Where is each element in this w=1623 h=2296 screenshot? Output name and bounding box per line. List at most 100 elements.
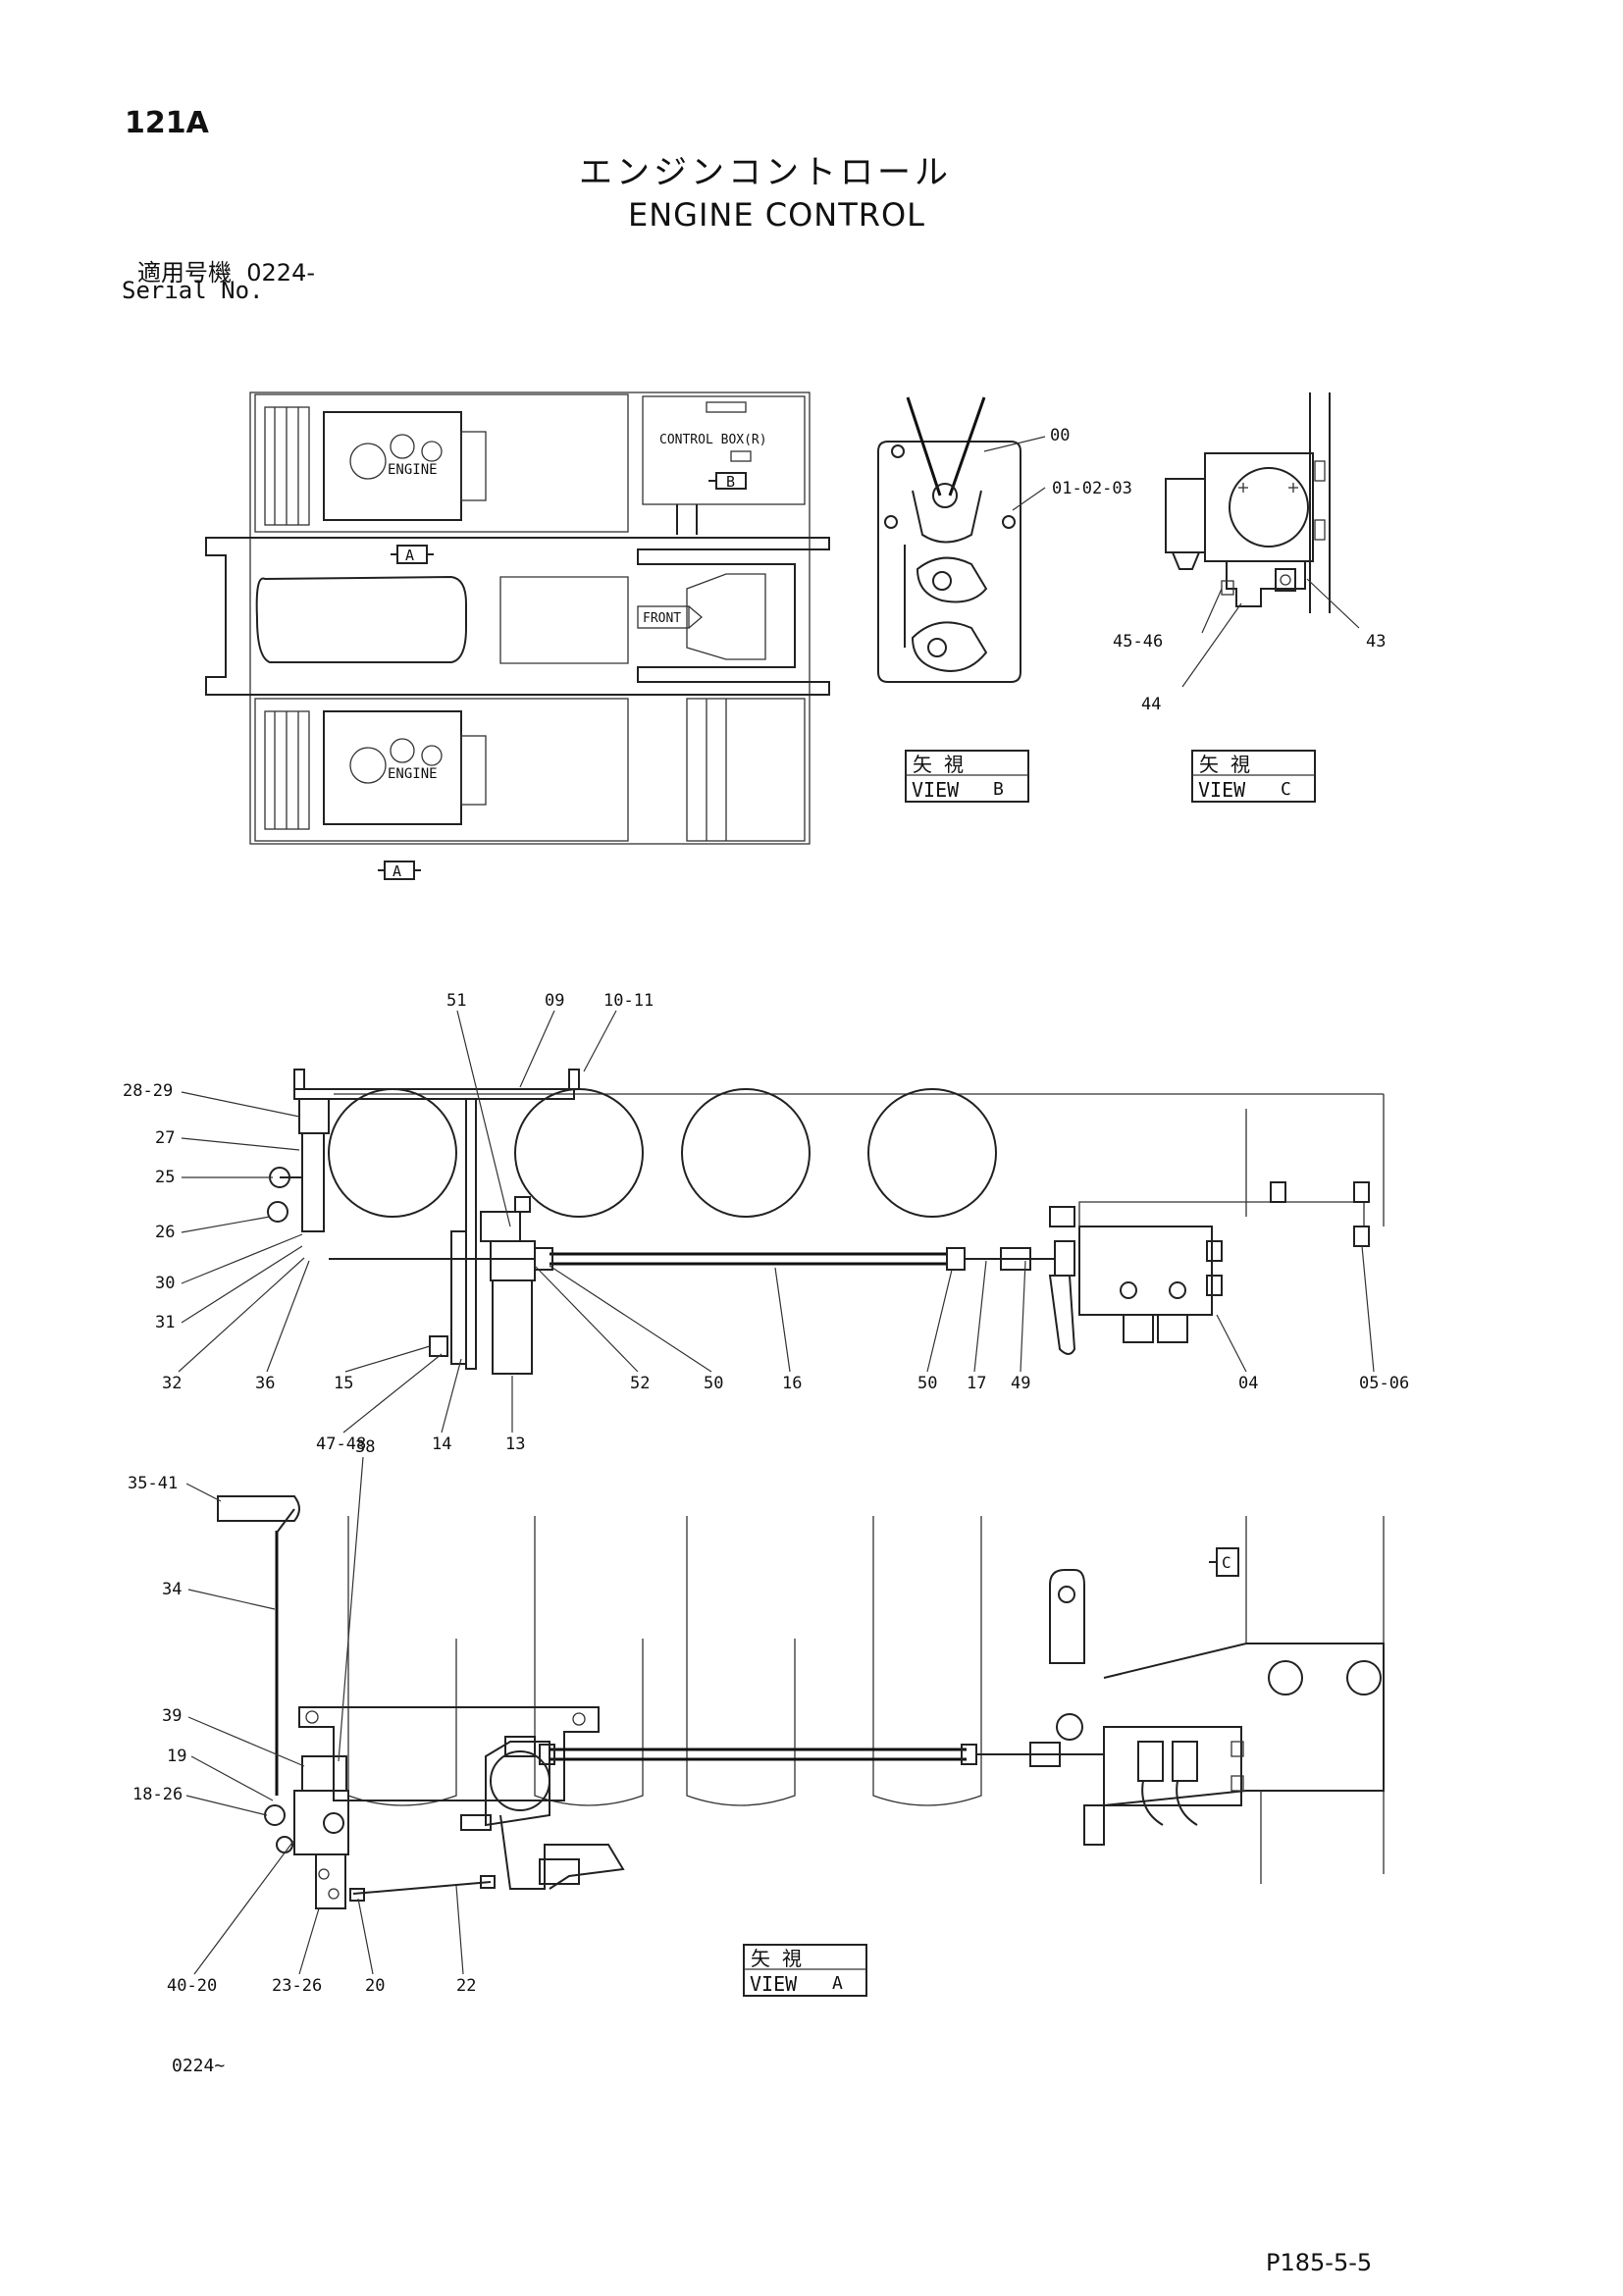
bracket-assembly bbox=[1226, 560, 1306, 607]
view-b-caption-letter: B bbox=[993, 779, 1004, 800]
view-c-caption-letter: C bbox=[1281, 779, 1291, 800]
lower-engine-compartment bbox=[254, 698, 629, 842]
plan-outline bbox=[249, 391, 811, 845]
callout-28-29: 28-29 bbox=[123, 1081, 173, 1101]
title-japanese: エンジンコントロール bbox=[579, 153, 952, 192]
cylinder-a4 bbox=[872, 1639, 982, 1806]
callout-40-20: 40-20 bbox=[167, 1976, 217, 1996]
callout-01-02-03: 01-02-03 bbox=[1052, 479, 1132, 498]
marker-a-lower: A bbox=[393, 862, 401, 880]
drawing-number: P185-5-5 bbox=[1266, 2249, 1373, 2276]
callout-23-26: 23-26 bbox=[272, 1976, 322, 1996]
view-c-marker: C bbox=[1209, 1547, 1239, 1577]
callout-18-26: 18-26 bbox=[132, 1785, 183, 1804]
callout-50a: 50 bbox=[704, 1374, 723, 1393]
view-a-caption-ja: 矢 視 bbox=[751, 1947, 802, 1970]
callout-09: 09 bbox=[545, 991, 564, 1011]
serial-label-japanese: 適用号機 0224- bbox=[137, 253, 315, 287]
callout-04: 04 bbox=[1238, 1374, 1258, 1393]
motor-body bbox=[492, 1279, 533, 1375]
upper-engine-compartment bbox=[254, 393, 629, 533]
front-label: FRONT bbox=[643, 611, 681, 626]
callout-15: 15 bbox=[334, 1374, 353, 1393]
view-c-drawing: 45-46 43 44 矢 視 VIEW C bbox=[1113, 392, 1386, 803]
right-valve bbox=[1103, 1726, 1242, 1806]
callout-36: 36 bbox=[255, 1374, 275, 1393]
view-a-caption-letter: A bbox=[832, 1973, 843, 1994]
callout-34: 34 bbox=[162, 1580, 182, 1599]
callout-10-11: 10-11 bbox=[603, 991, 654, 1011]
view-a-marker-upper: A bbox=[391, 545, 434, 564]
callout-00: 00 bbox=[1050, 426, 1070, 445]
lower-cam bbox=[911, 621, 988, 672]
view-c-caption: 矢 視 VIEW C bbox=[1191, 750, 1316, 803]
knob bbox=[217, 1495, 300, 1522]
throttle-lever-left bbox=[906, 396, 942, 496]
callout-14: 14 bbox=[432, 1435, 451, 1454]
cylinder-3 bbox=[681, 1088, 811, 1218]
callout-39: 39 bbox=[162, 1706, 182, 1726]
callout-35-41: 35-41 bbox=[128, 1474, 178, 1493]
cylinder-2 bbox=[514, 1088, 644, 1218]
callout-49: 49 bbox=[1011, 1374, 1030, 1393]
cylinder-4 bbox=[867, 1088, 997, 1218]
view-b-caption-en: VIEW bbox=[912, 778, 960, 802]
engine-label-upper: ENGINE bbox=[388, 462, 438, 478]
middle-actuator bbox=[490, 1750, 550, 1811]
view-b-drawing: 00 01-02-03 矢 視 VIEW B bbox=[877, 396, 1132, 803]
callout-51: 51 bbox=[446, 991, 466, 1011]
callout-05-06: 05-06 bbox=[1359, 1374, 1409, 1393]
top-bracket-a bbox=[1049, 1569, 1085, 1664]
callout-27: 27 bbox=[155, 1128, 175, 1148]
view-b-caption-ja: 矢 視 bbox=[913, 753, 964, 776]
solenoid-body bbox=[1165, 478, 1206, 553]
callout-38: 38 bbox=[355, 1437, 375, 1457]
side-view-drawing: 51 09 10-11 28-29 27 25 26 30 31 32 36 1… bbox=[123, 991, 1409, 1454]
callout-47-48: 47-48 bbox=[316, 1435, 366, 1454]
view-b-caption: 矢 視 VIEW B bbox=[905, 750, 1029, 803]
serial-label-english: Serial No. bbox=[122, 277, 264, 304]
marker-b: B bbox=[726, 473, 735, 491]
callout-31: 31 bbox=[155, 1313, 175, 1332]
vertical-bracket bbox=[465, 1098, 477, 1370]
view-a-caption: 矢 視 VIEW A bbox=[743, 1944, 867, 1997]
cylinder-a2 bbox=[534, 1639, 644, 1806]
page-title: ENGINE CONTROL bbox=[628, 196, 925, 234]
callout-16: 16 bbox=[782, 1374, 802, 1393]
carbody-frame bbox=[205, 537, 830, 696]
marker-a-upper: A bbox=[405, 547, 414, 564]
valve-block bbox=[1078, 1226, 1213, 1316]
throttle-lever-right bbox=[948, 396, 986, 496]
page-number: 121A bbox=[125, 106, 209, 140]
cylinder-a1 bbox=[347, 1639, 457, 1806]
callout-26: 26 bbox=[155, 1223, 175, 1242]
cylinder-1 bbox=[328, 1088, 457, 1218]
marker-c: C bbox=[1222, 1553, 1231, 1572]
view-a-marker-lower: A bbox=[378, 861, 421, 880]
view-b-marker: B bbox=[708, 472, 747, 491]
mounting-plate bbox=[298, 1706, 600, 1801]
callout-45-46: 45-46 bbox=[1113, 632, 1163, 652]
callout-43: 43 bbox=[1366, 632, 1386, 652]
callout-20: 20 bbox=[365, 1976, 385, 1996]
callout-22: 22 bbox=[456, 1976, 476, 1996]
view-a-caption-en: VIEW bbox=[750, 1972, 798, 1996]
callout-25: 25 bbox=[155, 1168, 175, 1187]
view-c-caption-ja: 矢 視 bbox=[1199, 753, 1250, 776]
actuator-handle bbox=[1048, 1275, 1076, 1355]
footer-serial-note: 0224~ bbox=[172, 2056, 226, 2076]
serial-value: 0224- bbox=[246, 259, 316, 287]
callout-17: 17 bbox=[967, 1374, 986, 1393]
view-a-drawing: C bbox=[128, 1437, 1385, 1997]
control-box-outline bbox=[642, 395, 806, 505]
left-mechanism bbox=[301, 1132, 325, 1232]
callout-30: 30 bbox=[155, 1274, 175, 1293]
carbody-center-opening bbox=[255, 575, 467, 663]
top-bracket-plate bbox=[293, 1088, 575, 1100]
top-plan-view: ENGINE CONTROL BOX(R) B FRONT A bbox=[205, 391, 830, 880]
callout-19: 19 bbox=[167, 1747, 186, 1766]
view-c-caption-en: VIEW bbox=[1198, 778, 1246, 802]
callout-13: 13 bbox=[505, 1435, 525, 1454]
engine-label-lower: ENGINE bbox=[388, 766, 438, 782]
